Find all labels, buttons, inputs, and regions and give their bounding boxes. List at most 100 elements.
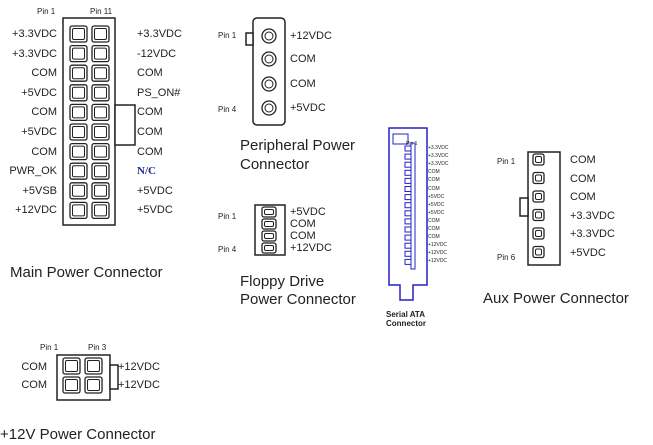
pin (69, 44, 88, 63)
pin (69, 142, 88, 161)
pin-inner (87, 360, 100, 372)
pin-inner (94, 204, 107, 217)
pin-label: Pin 4 (218, 245, 237, 254)
sata-pin-label: COM (428, 226, 440, 232)
pin-inner (94, 165, 107, 178)
pin (69, 64, 88, 82)
v12-right-label: +12VDC (118, 361, 160, 373)
pin-inner (535, 193, 542, 200)
sata-pin (404, 234, 412, 241)
floppy-title: Power Connector (240, 291, 356, 308)
sata-rail (410, 142, 416, 270)
pin-inner (72, 86, 85, 99)
peripheral-pin-label: +5VDC (290, 102, 326, 114)
peripheral-title: Connector (240, 156, 310, 173)
pin (91, 84, 110, 102)
sata-pin (404, 250, 412, 257)
pin (69, 182, 88, 200)
peripheral-pin-label: COM (290, 78, 316, 90)
peripheral-key (245, 32, 254, 46)
pin-inner (87, 379, 100, 391)
peripheral-pin-label: COM (290, 53, 316, 65)
sata-pin-label: +3.3VDC (428, 145, 449, 151)
pin (532, 208, 545, 222)
pin (532, 190, 545, 203)
pin (91, 44, 110, 63)
sata-pin (404, 169, 412, 176)
pin (91, 25, 110, 43)
sata-pin-label: +12VDC (428, 250, 448, 257)
sata-pin-label: +3.3VDC (428, 161, 449, 168)
aux-pin-label: COM (570, 154, 596, 166)
pin-inner (535, 230, 542, 237)
sata-title: Connector (386, 319, 426, 328)
main-right-label: COM (137, 67, 163, 80)
pin-inner (94, 28, 107, 40)
pin-inner (72, 67, 85, 80)
pin-inner (72, 204, 85, 217)
main-left-label: +3.3VDC (12, 28, 57, 40)
main-left-label: +3.3VDC (12, 47, 57, 60)
main-right-label: +3.3VDC (137, 28, 182, 40)
main-right-label: +5VDC (137, 184, 173, 197)
sata-pin (404, 226, 412, 233)
pin (532, 245, 545, 259)
pin-inner (65, 360, 78, 372)
sata-pin (404, 218, 412, 225)
pin-inner (94, 145, 107, 158)
pin-inner (264, 103, 274, 113)
pin-label: Pin 6 (497, 253, 516, 262)
pin-inner (94, 106, 107, 119)
sata-pin (404, 210, 412, 217)
peripheral-pin-label: +12VDC (290, 30, 332, 42)
main-right-label: +5VDC (137, 204, 173, 217)
pin (62, 376, 81, 394)
main-left-label: COM (31, 67, 57, 80)
sata-pin-label: +5VDC (428, 209, 445, 216)
main-title: Main Power Connector (10, 264, 163, 281)
pin-label: Pin 1 (218, 212, 237, 221)
pin-label: Pin 11 (90, 7, 113, 16)
pin-inner (72, 184, 85, 197)
floppy-pin-label: COM (290, 230, 316, 242)
v12-title: +12V Power Connector (0, 426, 156, 443)
pin-inner (535, 211, 542, 219)
pin-label: Pin 1 (37, 7, 56, 16)
pin (69, 103, 88, 122)
pin-inner (535, 248, 542, 256)
sata-key (392, 133, 409, 145)
pin-label: Pin 1 (406, 141, 418, 147)
pin-inner (264, 79, 274, 89)
main-right-label: COM (137, 145, 163, 158)
pin-inner (264, 31, 274, 41)
pin-inner (72, 126, 85, 138)
floppy-title: Floppy Drive (240, 273, 325, 290)
aux-key (519, 197, 529, 217)
pin-inner (65, 379, 78, 391)
pin-label: Pin 1 (497, 157, 516, 166)
aux-pin-label: COM (570, 191, 596, 203)
pin-inner (72, 47, 85, 60)
pin-inner (94, 67, 107, 80)
main-left-label: COM (31, 145, 57, 158)
main-left-label: COM (31, 106, 57, 119)
v12-left-label: COM (21, 379, 47, 391)
pin-inner (72, 28, 85, 40)
v12-right-label: +12VDC (118, 379, 160, 391)
sata-pin (404, 258, 412, 265)
aux-title: Aux Power Connector (483, 290, 629, 307)
aux-pin-label: +5VDC (570, 246, 606, 259)
aux-pin-label: COM (570, 172, 596, 185)
pin-inner (72, 106, 85, 119)
pin (91, 182, 110, 200)
pin (91, 201, 110, 220)
peripheral-title: Peripheral Power (240, 137, 356, 154)
pin (261, 76, 277, 92)
pin-inner (72, 165, 85, 178)
pin (91, 64, 110, 82)
sata-pin-label: +12VDC (428, 242, 448, 249)
floppy-pin-label: +5VDC (290, 206, 326, 218)
pin-inner (94, 86, 107, 99)
pin (532, 153, 545, 166)
